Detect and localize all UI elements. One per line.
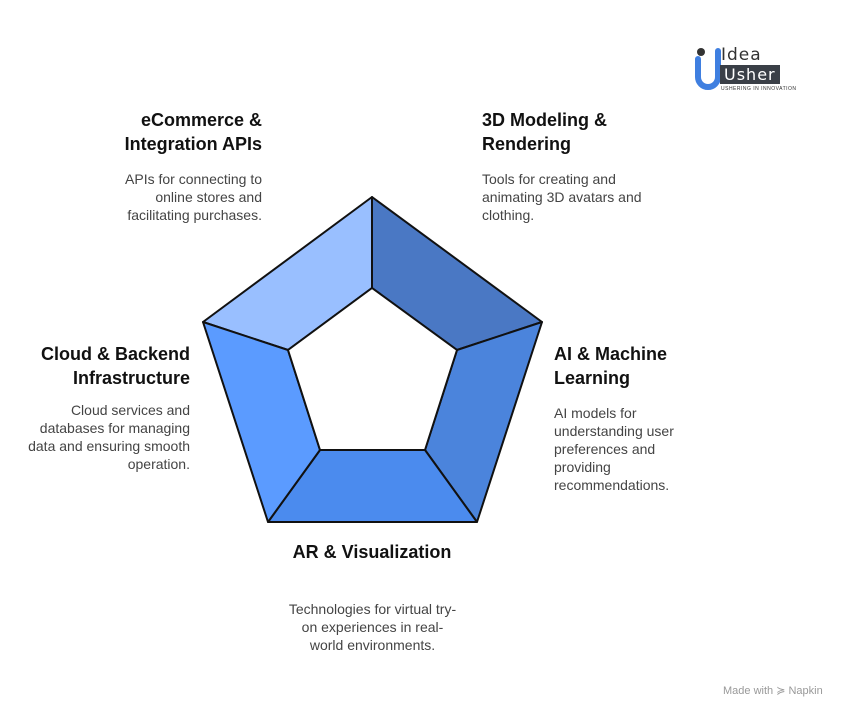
3d-modeling-desc: Tools for creating and animating 3D avat… [482,171,642,223]
footer-brand: Napkin [788,685,823,697]
ar-desc: Technologies for virtual try-on experien… [288,601,457,653]
ai-desc: AI models for understanding user prefere… [554,405,674,493]
cloud-desc: Cloud services and databases for managin… [28,402,190,472]
ar-title: AR & Visualization [292,542,452,562]
logo-word-idea: Idea [721,45,762,65]
3d-modeling-title: 3D Modeling & Rendering [482,110,607,154]
ai-title: AI & Machine Learning [554,344,668,388]
ecommerce-title: eCommerce & Integration APIs [124,110,262,154]
cloud-title: Cloud & Backend Infrastructure [40,344,190,388]
footer-text: Made with [723,685,774,697]
logo-word-usher: Usher [720,65,780,84]
napkin-icon: ≽ [776,685,786,697]
logo-tagline: USHERING IN INNOVATION [721,86,797,92]
ecommerce-desc: APIs for connecting to online stores and… [125,171,262,223]
idea-usher-logo: Idea Usher USHERING IN INNOVATION [694,45,810,95]
logo-u-icon [695,48,721,90]
footer-credit: Made with ≽ Napkin [723,684,823,697]
